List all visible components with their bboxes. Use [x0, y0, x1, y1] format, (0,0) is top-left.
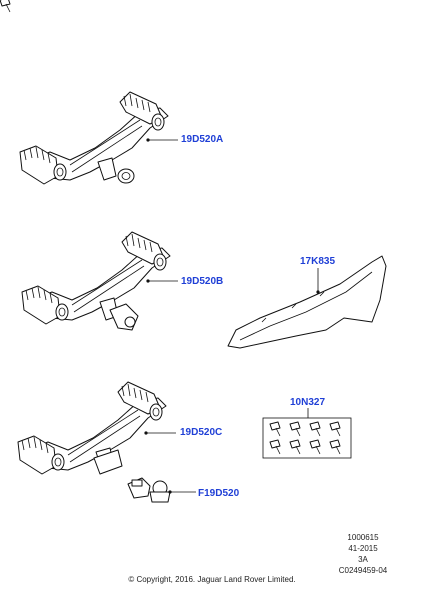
callout-bumper-trim[interactable]: 17K835 — [300, 256, 336, 267]
tow-bar-b-illustration — [21, 231, 178, 331]
tow-ball-illustration — [127, 477, 196, 503]
copyright-notice: © Copyright, 2016. Jaguar Land Rover Lim… — [128, 575, 296, 584]
diagram-ref-3: 3A — [358, 555, 368, 564]
bolt-kit-illustration — [0, 0, 352, 459]
diagram-ref-1: 1000615 — [347, 533, 379, 542]
diagram-ref-4: C0249459-04 — [338, 566, 388, 575]
diagram-ref-2: 41-2015 — [348, 544, 378, 553]
callout-tow-bar-b[interactable]: 19D520B — [181, 276, 224, 287]
tow-bar-a-illustration — [19, 91, 178, 185]
tow-bar-c-illustration — [17, 381, 176, 475]
callout-bolt-kit[interactable]: 10N327 — [290, 397, 326, 408]
callout-tow-bar-c[interactable]: 19D520C — [180, 427, 223, 438]
callout-tow-bar-a[interactable]: 19D520A — [181, 134, 224, 145]
bumper-trim-illustration — [227, 255, 387, 349]
callout-tow-ball[interactable]: F19D520 — [198, 488, 240, 499]
